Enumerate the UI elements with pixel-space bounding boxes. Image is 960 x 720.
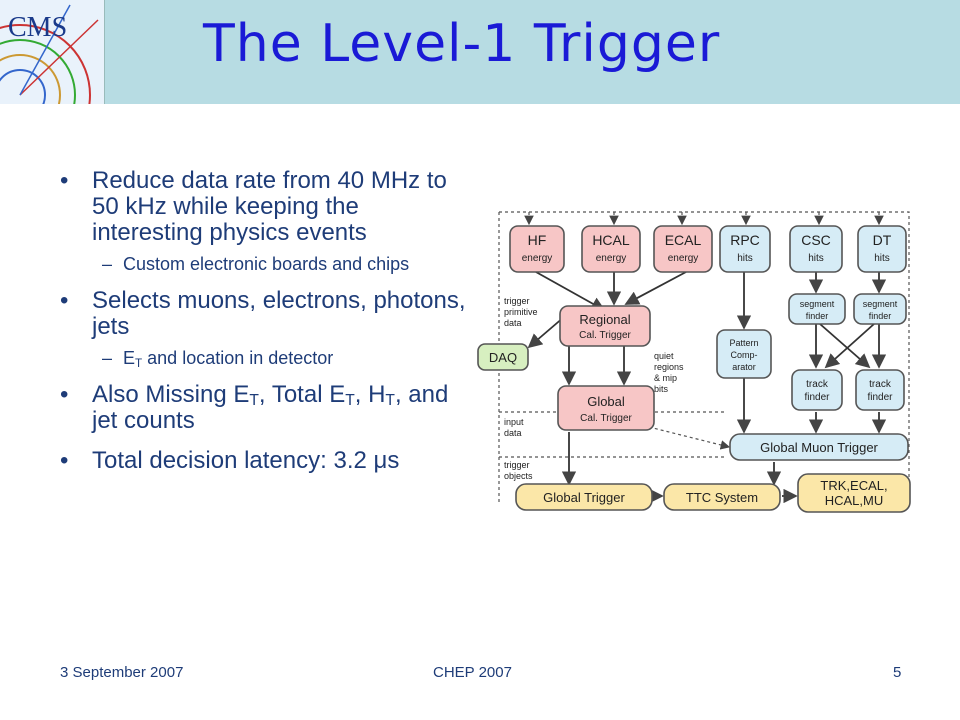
pattern-box [716, 329, 772, 379]
dotted-frame [498, 211, 910, 502]
rpc-sub: hits [737, 253, 753, 264]
bullet-1: •Reduce data rate from 40 MHz to 50 kHz … [60, 167, 447, 246]
hcal-box [581, 225, 641, 273]
note-objects-1: trigger [504, 460, 530, 470]
hf-sub: energy [522, 253, 553, 264]
global-cal-box [557, 385, 655, 431]
global-trigger-box [515, 483, 653, 511]
note-quiet-4: bits [654, 384, 669, 394]
regional-label: Regional [579, 312, 630, 327]
bullet-4: •Total decision latency: 3.2 μs [60, 447, 400, 474]
track-finder-2-box [855, 369, 905, 411]
header-band-right [830, 0, 960, 104]
gmt-box [729, 433, 909, 461]
track2-line-2: finder [867, 392, 893, 403]
daq-box [477, 343, 529, 371]
note-quiet-1: quiet [654, 351, 674, 361]
daq-label: DAQ [489, 350, 517, 365]
bullet-2: •Selects muons, electrons, photons, jets [60, 287, 466, 340]
segment-finder-1-box [788, 293, 846, 325]
track2-line-1: track [869, 379, 892, 390]
hf-label: HF [528, 232, 547, 248]
l1-trigger-diagram: HF energy HCAL energy ECAL energy RPC hi… [477, 211, 911, 513]
footer-conference: CHEP 2007 [433, 664, 512, 681]
rpc-box [719, 225, 771, 273]
note-quiet-2: regions [654, 362, 684, 372]
pattern-line-1: Pattern [729, 338, 758, 348]
csc-label: CSC [801, 232, 831, 248]
segment-finder-2-box [853, 293, 907, 325]
global-trigger-label: Global Trigger [543, 490, 625, 505]
bullet-list: •Reduce data rate from 40 MHz to 50 kHz … [60, 168, 470, 488]
note-input-1: input [504, 417, 524, 427]
csc-box [789, 225, 843, 273]
note-objects-2: objects [504, 471, 533, 481]
track1-line-1: track [806, 379, 829, 390]
global-cal-sub: Cal. Trigger [580, 413, 632, 424]
ttc-label: TTC System [686, 490, 758, 505]
csc-sub: hits [808, 253, 824, 264]
pattern-line-2: Comp- [730, 350, 757, 360]
seg1-line-1: segment [800, 299, 835, 309]
footer-date: 3 September 2007 [60, 664, 184, 681]
dt-box [857, 225, 907, 273]
header-band [0, 0, 960, 104]
seg2-line-2: finder [869, 311, 892, 321]
cms-logo: CMS [0, 0, 105, 166]
note-tpd-2: primitive [504, 307, 538, 317]
sub-bullet-2: –ET and location in detector [102, 348, 334, 370]
trk-line-2: HCAL,MU [825, 493, 884, 508]
dt-sub: hits [874, 253, 890, 264]
ecal-sub: energy [668, 253, 699, 264]
hcal-sub: energy [596, 253, 627, 264]
note-tpd-3: data [504, 318, 522, 328]
mu-symbol: μ [373, 447, 388, 474]
regional-sub: Cal. Trigger [579, 330, 631, 341]
note-tpd-1: trigger [504, 296, 530, 306]
ecal-box [653, 225, 713, 273]
ecal-label: ECAL [665, 232, 702, 248]
seg2-line-1: segment [863, 299, 898, 309]
pattern-line-3: arator [732, 362, 756, 372]
footer-page-number: 5 [893, 664, 902, 681]
hcal-label: HCAL [592, 232, 630, 248]
bullet-3: •Also Missing ET, Total ET, HT, and jet … [60, 381, 449, 434]
slide-title: The Level-1 Trigger [203, 14, 721, 74]
sub-bullet-1: –Custom electronic boards and chips [102, 254, 410, 274]
global-cal-label: Global [587, 394, 625, 409]
note-input-2: data [504, 428, 522, 438]
seg1-line-2: finder [806, 311, 829, 321]
trk-box [797, 473, 911, 513]
connectors [527, 271, 887, 504]
track-finder-1-box [791, 369, 843, 411]
note-quiet-3: & mip [654, 373, 677, 383]
trk-line-1: TRK,ECAL, [820, 478, 887, 493]
dt-label: DT [873, 232, 892, 248]
logo-text: CMS [8, 12, 67, 43]
hf-box [509, 225, 565, 273]
gmt-label: Global Muon Trigger [760, 440, 878, 455]
regional-box [559, 305, 651, 347]
rpc-label: RPC [730, 232, 760, 248]
track1-line-2: finder [804, 392, 830, 403]
ttc-box [663, 483, 781, 511]
